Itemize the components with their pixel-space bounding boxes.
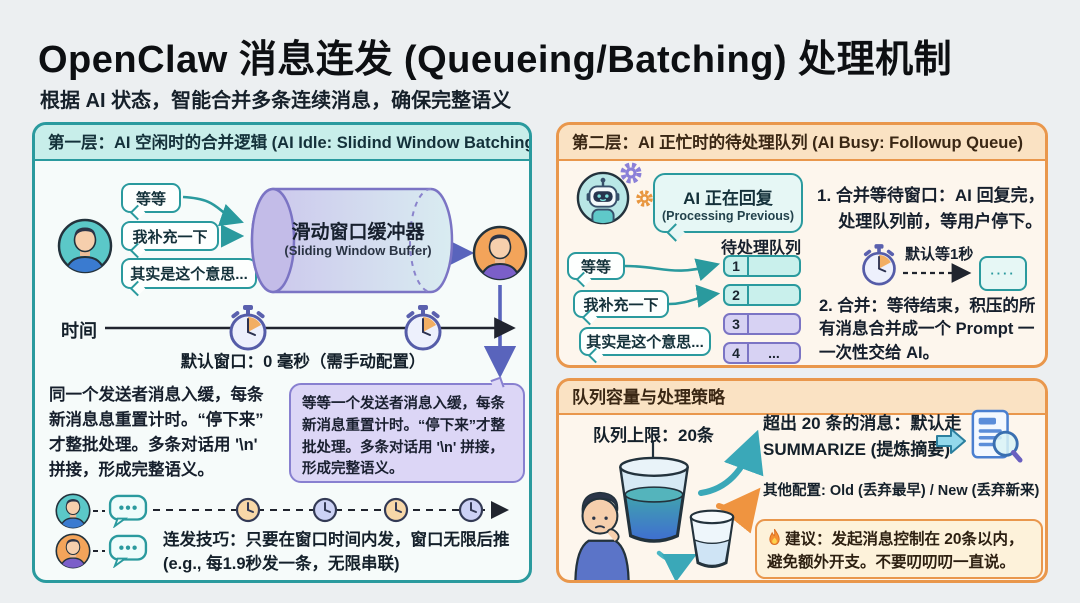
user-message-bubble: 其实是这个意思... <box>579 327 711 356</box>
connector-bubble1-to-queue <box>624 258 721 282</box>
other-config-rule: 其他配置: Old (丢弃最早) / New (丢弃新来) <box>763 483 1040 499</box>
user-message-bubble: 我补充一下 <box>121 221 219 251</box>
panel-capacity: 队列容量与处理策略 队列上限：20条 <box>556 378 1048 583</box>
busy-point-1: 1. 合并等待窗口：AI 回复完， 处理队列前，等用户停下。 <box>817 186 1045 231</box>
stopwatch-icon <box>229 305 267 351</box>
burst-sender-avatar <box>55 493 91 529</box>
robot-avatar <box>576 171 630 225</box>
stopwatch-icon <box>404 305 442 351</box>
panel-ai-busy-header: 第二层：AI 正忙时的待处理队列 (AI Busy: Followup Queu… <box>559 125 1045 161</box>
arrow-overflow <box>698 429 764 496</box>
gear-icon <box>620 162 642 184</box>
idle-description: 同一个发送者消息入缓，每条 新消息息重置计时。“停下来” 才整批处理。多条对话用… <box>49 386 264 480</box>
ai-status-subtitle: (Processing Previous) <box>662 208 794 223</box>
buffer-subtitle: (Sliding Window Buffer) <box>284 243 432 258</box>
small-bucket-illustration <box>689 509 735 568</box>
summary-document-icon <box>971 409 1023 463</box>
queue-row-number: 2 <box>725 286 749 304</box>
overflow-rule: 超出 20 条的消息：默认走 SUMMARIZE (提炼摘要) <box>763 414 962 459</box>
stopwatch-icon <box>862 244 896 286</box>
queue-row-ellipsis: ... <box>768 345 780 361</box>
clock-icon <box>458 497 484 523</box>
connector-bubble2-to-queue <box>668 284 721 308</box>
connector-bubble1-to-buffer <box>182 195 244 227</box>
clock-icon <box>235 497 261 523</box>
burst-recipient-avatar <box>55 533 91 569</box>
timeline-label: 时间 <box>61 321 97 341</box>
ai-status-title: AI 正在回复 <box>683 188 773 208</box>
queue-title: 待处理队列 <box>721 240 802 257</box>
queue-row-number: 1 <box>725 257 749 275</box>
sliding-window-buffer-cylinder <box>250 187 454 294</box>
recipient-avatar <box>472 225 528 281</box>
wait-default-note: 默认等1秒 <box>905 246 974 263</box>
page-title: OpenClaw 消息连发 (Queueing/Batching) 处理机制 <box>38 39 953 81</box>
clock-icon <box>312 497 338 523</box>
panel-ai-idle-header: 第一层：AI 空闲时的合并逻辑 (AI Idle: Slidind Window… <box>35 125 529 161</box>
sender-avatar <box>57 218 113 274</box>
fire-icon <box>769 528 780 545</box>
queue-limit-label: 队列上限：20条 <box>593 426 714 445</box>
queue-row: 1 <box>723 255 801 277</box>
user-message-bubble: 等等 <box>567 252 625 280</box>
panel-capacity-header: 队列容量与处理策略 <box>559 381 1045 415</box>
queue-row: 2 <box>723 284 801 306</box>
clock-icon <box>383 497 409 523</box>
queue-row: 3 <box>723 313 801 335</box>
chat-dots-icon <box>108 534 148 568</box>
merged-message-bubble: 等等一个发送者消息入缓，每条 新消息重置计时。“停下来”才整 批处理。多条对话用… <box>289 383 525 483</box>
page-subtitle: 根据 AI 状态，智能合并多条连续消息，确保完整语义 <box>40 90 512 112</box>
ai-status-bubble: AI 正在回复 (Processing Previous) <box>653 173 803 233</box>
gear-icon <box>636 190 653 207</box>
buffer-title: 滑动窗口缓冲器 <box>291 222 425 243</box>
panel-ai-busy: 第二层：AI 正忙时的待处理队列 (AI Busy: Followup Queu… <box>556 122 1048 368</box>
user-message-bubble: 其实是这个意思... <box>121 258 257 289</box>
avatar-dashes <box>93 510 105 552</box>
queue-row-number: 3 <box>725 315 749 333</box>
arrow-to-small-bucket <box>656 550 698 580</box>
burst-tip: 连发技巧：只要在窗口时间内发，窗口无限后推 (e.g., 每1.9秒发一条，无限… <box>163 531 510 573</box>
reply-placeholder-bubble: ···· <box>979 256 1027 291</box>
queue-row-number: 4 <box>725 344 749 362</box>
block-arrow-icon <box>936 428 966 454</box>
full-bucket-illustration <box>618 456 690 543</box>
queue-row: 4 ... <box>723 342 801 364</box>
chat-dots-icon <box>108 494 148 528</box>
panel-ai-idle: 第一层：AI 空闲时的合并逻辑 (AI Idle: Slidind Window… <box>32 122 532 583</box>
user-message-bubble: 我补充一下 <box>573 290 669 318</box>
advice-text: 建议：发起消息控制在 20条以内， 避免额外开支。不要叨叨叨一直说。 <box>767 531 1024 572</box>
user-message-bubble: 等等 <box>121 183 181 213</box>
window-default-note: 默认窗口：0 毫秒（需手动配置） <box>180 353 426 371</box>
busy-point-2: 2. 合并：等待结束，积压的所 有消息合并成一个 Prompt 一 一次性交给 … <box>819 297 1036 362</box>
worried-man-illustration <box>574 491 630 580</box>
advice-box: 建议：发起消息控制在 20条以内， 避免额外开支。不要叨叨叨一直说。 <box>755 519 1043 579</box>
